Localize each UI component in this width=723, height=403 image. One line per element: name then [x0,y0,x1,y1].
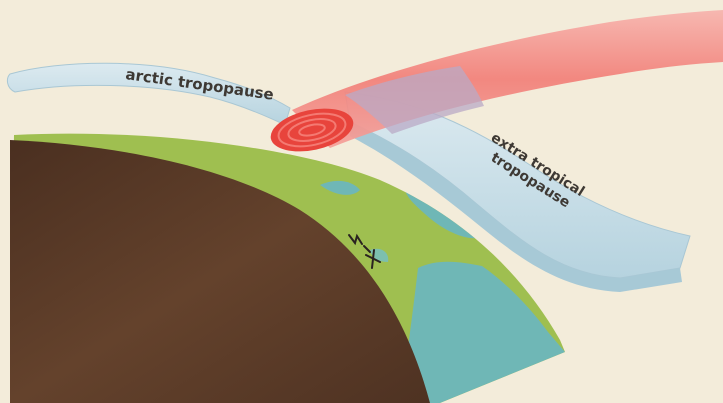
arctic-tropopause-label: arctic tropopause [124,65,274,104]
north-arrow-icon [348,233,381,269]
arctic-tropopause-band [6,62,291,126]
earth-interior [10,140,430,403]
jet-stream-core [270,108,354,152]
extratropical-band-edge [350,122,682,292]
jet-stream-overlap [345,66,484,134]
jet-stream [292,10,723,148]
